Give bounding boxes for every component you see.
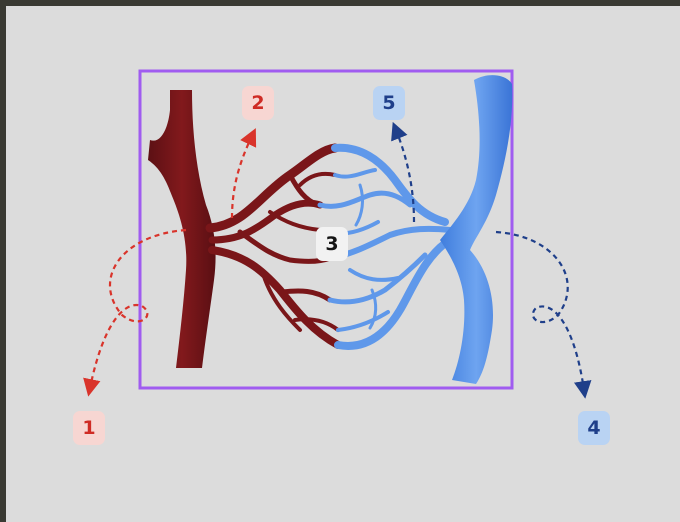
arrow-to-label-1 (90, 230, 186, 388)
label-1: 1 (73, 411, 105, 445)
vein (440, 75, 512, 384)
arrow-to-label-4 (496, 232, 584, 390)
label-2: 2 (242, 86, 274, 120)
label-5: 5 (373, 86, 405, 120)
label-4: 4 (578, 411, 610, 445)
artery (148, 90, 216, 368)
arrow-to-label-5 (396, 130, 414, 222)
label-3: 3 (316, 227, 348, 261)
